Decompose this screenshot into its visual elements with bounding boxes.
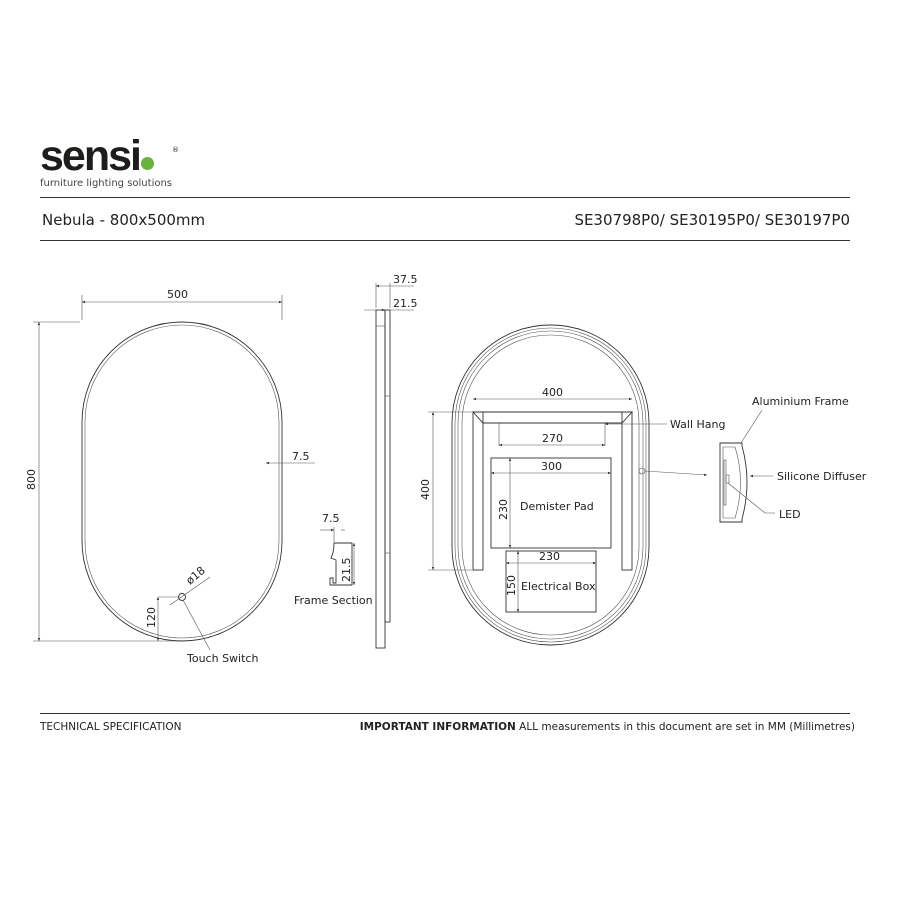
bracket-height-label: 400 xyxy=(419,479,432,500)
depth-total-label: 37.5 xyxy=(393,273,418,286)
divider xyxy=(40,240,850,241)
side-view: 37.5 21.5 xyxy=(364,273,418,649)
demister-width-label: 300 xyxy=(541,460,562,473)
technical-specification-label: TECHNICAL SPECIFICATION xyxy=(40,721,182,733)
frame-section: 7.5 21.5 Frame Section xyxy=(294,512,373,607)
touch-switch-label: Touch Switch xyxy=(186,652,258,665)
frame-offset-label: 7.5 xyxy=(292,450,310,463)
electrical-box xyxy=(505,550,597,613)
silicone-diffuser-label: Silicone Diffuser xyxy=(777,470,867,483)
product-title: Nebula - 800x500mm xyxy=(42,211,206,229)
brand-logo: sensiosensi xyxy=(40,135,154,178)
registered-mark: ® xyxy=(172,146,179,154)
bracket-width-label: 400 xyxy=(542,386,563,399)
divider xyxy=(40,197,850,198)
logo-dot xyxy=(140,157,154,170)
logo-wordmark: sens xyxy=(40,132,132,180)
divider xyxy=(40,713,850,714)
important-heading: IMPORTANT INFORMATION xyxy=(359,721,516,733)
wall-hang-width-label: 270 xyxy=(542,432,563,445)
switch-height-label: 120 xyxy=(145,607,158,628)
demister-height-label: 230 xyxy=(497,499,510,520)
demister-label: Demister Pad xyxy=(520,500,594,513)
frame-section-label: Frame Section xyxy=(294,594,373,607)
depth-frame-label: 21.5 xyxy=(393,297,418,310)
aluminium-frame-label: Aluminium Frame xyxy=(752,395,849,408)
switch-diameter-label: ø18 xyxy=(184,564,208,587)
product-codes: SE30798P0/ SE30195P0/ SE30197P0 xyxy=(574,211,850,229)
section-depth-label: 21.5 xyxy=(340,558,353,583)
profile-detail: Aluminium Frame Silicone Diffuser LED xyxy=(719,395,867,523)
front-width-label: 500 xyxy=(167,288,188,301)
back-view: 400 400 270 Wall Hang 300 230 Demister P… xyxy=(419,324,726,646)
section-width-label: 7.5 xyxy=(322,512,340,525)
box-label: Electrical Box xyxy=(521,580,596,593)
box-height-label: 150 xyxy=(505,575,518,596)
front-height-label: 800 xyxy=(25,469,38,490)
wall-hang-label: Wall Hang xyxy=(670,418,726,431)
front-view: 500 800 7.5 ø18 120 Touch Switch xyxy=(25,288,315,665)
important-text: ALL measurements in this document are se… xyxy=(515,721,855,733)
demister-pad xyxy=(490,457,612,549)
brand-tagline: furniture lighting solutions xyxy=(40,178,173,189)
important-information: IMPORTANT INFORMATION ALL measurements i… xyxy=(360,721,855,733)
box-width-label: 230 xyxy=(539,550,560,563)
led-label: LED xyxy=(779,508,801,521)
